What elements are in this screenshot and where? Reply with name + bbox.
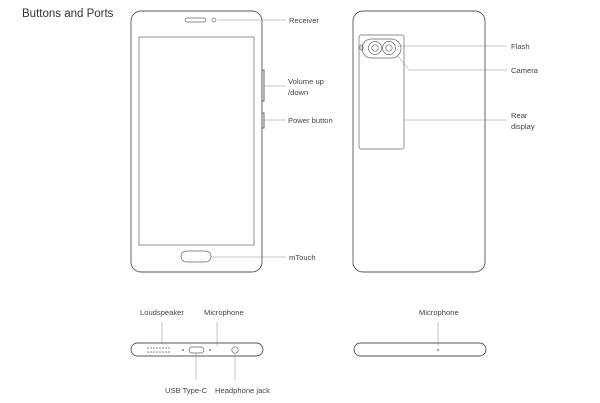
loudspeaker-label: Loudspeaker [140, 308, 184, 317]
page-title: Buttons and Ports [22, 8, 114, 20]
camera-lens-2-inner-icon [385, 44, 393, 52]
camera-label: Camera [511, 66, 539, 75]
camera-lens-1-icon [368, 41, 382, 55]
camera-module [361, 38, 402, 59]
headphone-jack-label: Headphone jack [215, 386, 270, 395]
microphone-bottom-label: Microphone [204, 308, 244, 317]
rear-display [358, 34, 405, 150]
volume-label-line1: Volume up [288, 77, 324, 86]
rear-label-line2: display [511, 122, 535, 131]
volume-label-line2: /down [288, 88, 308, 97]
back-body [352, 10, 486, 273]
camera-lens-2-icon [382, 41, 396, 55]
power-button-icon [261, 112, 265, 129]
receiver-icon [184, 17, 207, 23]
camera-leader-diagonal [396, 54, 410, 71]
flash-icon [359, 44, 364, 51]
front-body [130, 10, 263, 273]
front-screen [138, 36, 255, 246]
microphone-top-label: Microphone [419, 308, 459, 317]
phone-front-view: Receiver Volume up /down Power button mT… [130, 10, 333, 273]
top-edge-body [353, 342, 487, 357]
usb-type-c-label: USB Type-C [165, 386, 208, 395]
loudspeaker-grille-icon [147, 347, 170, 353]
power-button-label: Power button [288, 116, 333, 125]
phone-bottom-edge-view: Loudspeaker Microphone USB Type-C Headph… [130, 308, 270, 395]
mtouch-label: mTouch [289, 253, 316, 262]
phone-back-view: Flash Camera Rear display [352, 10, 539, 273]
phone-top-edge-view: Microphone [353, 308, 487, 357]
bottom-screw-icon [209, 349, 211, 351]
top-microphone-hole-icon [437, 349, 439, 351]
rear-label-line1: Rear [511, 111, 528, 120]
usb-type-c-port-icon [188, 346, 205, 354]
flash-label: Flash [511, 42, 530, 51]
bottom-microphone-hole-icon [182, 349, 184, 351]
mtouch-home-button-icon [180, 250, 212, 263]
receiver-label: Receiver [289, 16, 319, 25]
bottom-edge-body [130, 342, 264, 357]
volume-rocker-icon [261, 69, 265, 102]
camera-lens-1-inner-icon [371, 44, 379, 52]
front-camera-icon [211, 17, 217, 23]
